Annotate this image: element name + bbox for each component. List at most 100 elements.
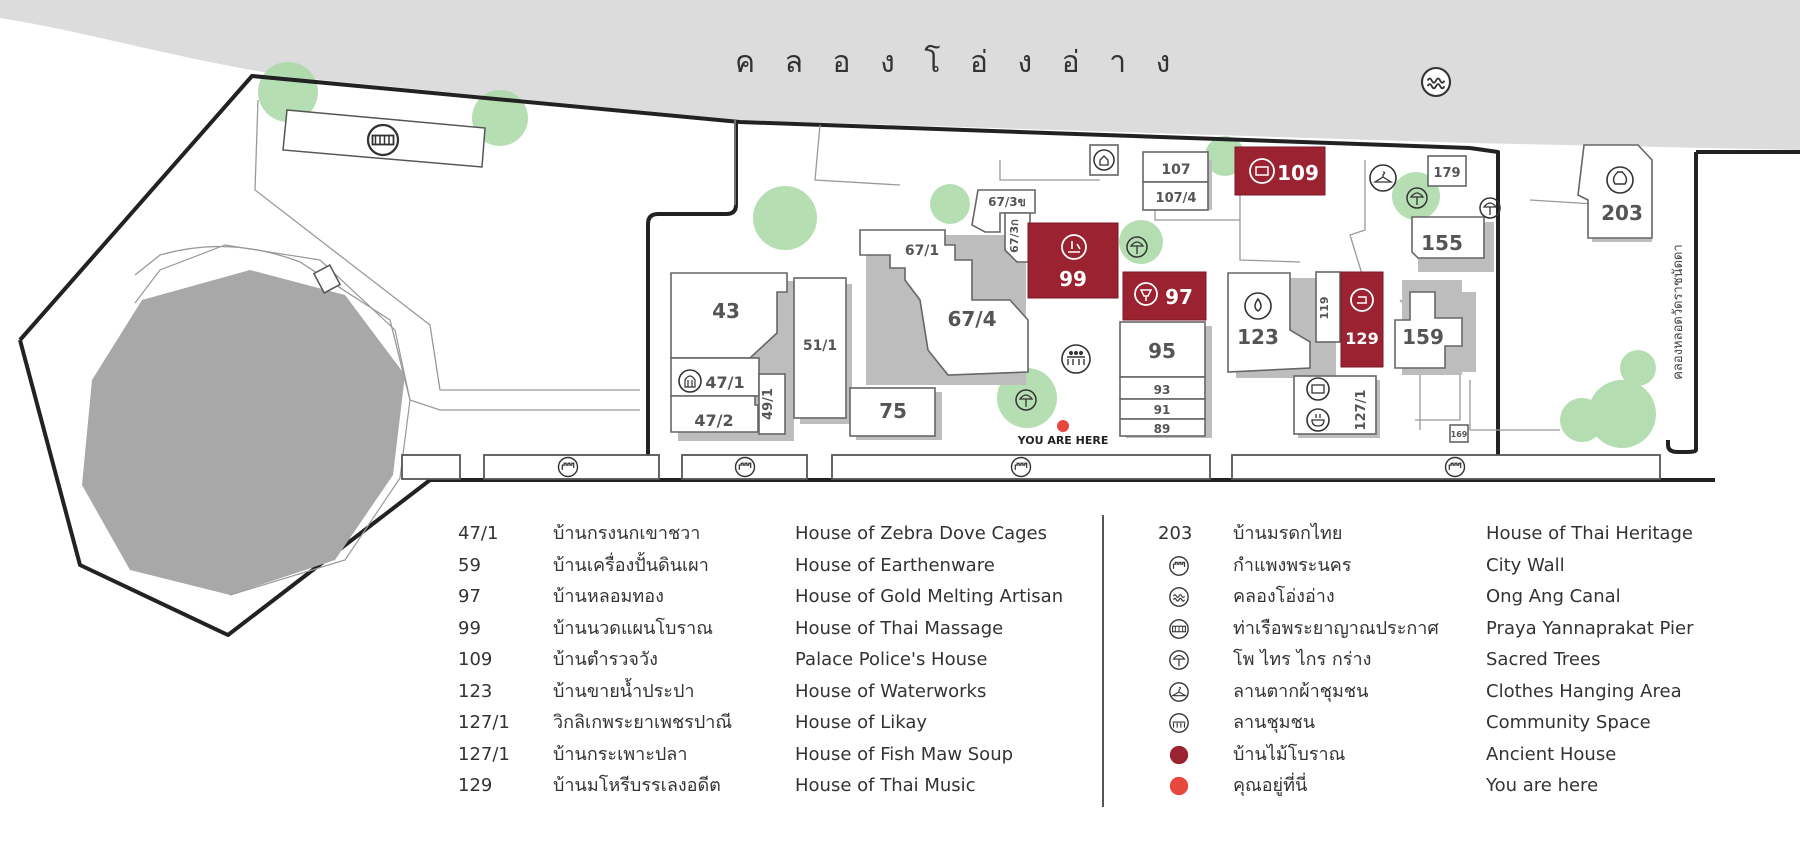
- legend-english-name: House of Fish Maw Soup: [795, 743, 1014, 765]
- legend-thai-name: ลานตากผ้าชุมชน: [1233, 680, 1369, 702]
- label-159: 159: [1402, 325, 1444, 349]
- clothes-hanger-icon: [1369, 164, 1397, 192]
- label-203: 203: [1601, 201, 1643, 225]
- shrine-icon: [1093, 149, 1115, 171]
- legend-thai-name: บ้านขายน้ำประปา: [553, 680, 695, 702]
- earthenware-icon: [1606, 166, 1634, 194]
- building-159: [1394, 291, 1463, 369]
- likay-icon: [1306, 377, 1330, 401]
- label-129: 129: [1345, 329, 1378, 348]
- city-wall-icon: [734, 456, 756, 478]
- label-97: 97: [1165, 285, 1193, 309]
- legend-english-name: Praya Yannaprakat Pier: [1486, 617, 1694, 639]
- ancient-house-dot: [1169, 745, 1189, 764]
- label-67-4: 67/4: [947, 307, 996, 331]
- building-119: [1315, 271, 1341, 343]
- legend-code: 123: [458, 680, 493, 702]
- legend-code: 97: [458, 586, 481, 607]
- clothes-hanger-icon: [1169, 681, 1189, 702]
- label-75: 75: [879, 399, 907, 423]
- legend-english-name: Community Space: [1486, 712, 1651, 733]
- legend-code: 127/1: [458, 743, 510, 765]
- legend-code: 109: [458, 649, 493, 670]
- legend-code: 203: [1158, 523, 1193, 544]
- sacred-tree-icon: [1169, 650, 1189, 670]
- legend-thai-name: บ้านมโหรีบรรเลงอดีต: [553, 775, 721, 796]
- label-93: 93: [1154, 383, 1171, 397]
- legend-english-name: City Wall: [1486, 554, 1565, 576]
- legend-thai-name: บ้านตำรวจวัง: [553, 649, 658, 670]
- police-icon: [1249, 158, 1275, 184]
- legend-english-name: House of Thai Massage: [795, 617, 1004, 639]
- label-67-3g: 67/3ก: [1008, 219, 1021, 253]
- label-67-1: 67/1: [905, 243, 939, 259]
- label-51-1: 51/1: [803, 338, 837, 354]
- legend-thai-name: บ้านไม้โบราณ: [1233, 743, 1346, 765]
- legend-english-name: Clothes Hanging Area: [1486, 680, 1682, 702]
- zebra-dove-cage-icon: [678, 369, 702, 393]
- waterworks-icon: [1244, 292, 1272, 320]
- label-119: 119: [1318, 297, 1331, 320]
- building-67-3k: [971, 189, 1036, 233]
- massage-icon: [1061, 234, 1087, 260]
- gold-melting-icon: [1134, 282, 1158, 306]
- music-icon: [1350, 288, 1374, 312]
- label-127-1: 127/1: [1354, 390, 1369, 431]
- legend-thai-name: บ้านกรงนกเขาชวา: [553, 523, 701, 544]
- legend-english-name: House of Zebra Dove Cages: [795, 523, 1047, 544]
- legend-thai-name: คลองโอ่งอ่าง: [1233, 586, 1335, 607]
- legend-thai-name: ท่าเรือพระยาญาณประกาศ: [1233, 617, 1439, 639]
- pier-icon: [366, 123, 400, 157]
- pier-icon: [1169, 618, 1189, 639]
- legend-english-name: House of Likay: [795, 712, 928, 733]
- building-49-1: [758, 373, 786, 435]
- community-icon: [1061, 344, 1091, 374]
- you-are-here-dot: [1169, 776, 1189, 796]
- label-95: 95: [1148, 339, 1176, 363]
- legend-thai-name: ลานชุมชน: [1233, 712, 1316, 733]
- legend-english-name: House of Thai Music: [795, 775, 976, 796]
- building-169: [1449, 424, 1469, 443]
- building-95: [1119, 321, 1206, 378]
- you-are-here-marker: [1057, 420, 1069, 432]
- label-49-1: 49/1: [761, 388, 776, 420]
- legend-english-name: House of Gold Melting Artisan: [795, 586, 1064, 607]
- legend-code: 127/1: [458, 712, 510, 733]
- legend-thai-name: คุณอยู่ที่นี่: [1233, 775, 1308, 796]
- building-51-1: [793, 277, 847, 419]
- canal-label: ค ล อ ง โ อ่ ง อ่ า ง: [735, 44, 1180, 80]
- legend-english-name: Palace Police's House: [795, 649, 988, 670]
- label-107-4: 107/4: [1156, 191, 1197, 206]
- legend-code: 47/1: [458, 523, 499, 544]
- label-89: 89: [1154, 422, 1171, 436]
- legend-english-name: Ancient House: [1486, 743, 1617, 765]
- legend-thai-name: บ้านเครื่องปั้นดินเผา: [553, 554, 709, 576]
- legend-thai-name: วิกลิเกพระยาเพชรปาณี: [553, 712, 733, 733]
- label-179: 179: [1433, 166, 1460, 181]
- pond-rim: [134, 244, 411, 596]
- legend-thai-name: บ้านมรดกไทย: [1233, 523, 1343, 544]
- label-99: 99: [1059, 267, 1087, 291]
- legend-english-name: Ong Ang Canal: [1486, 586, 1621, 607]
- city-wall-icon: [1444, 456, 1466, 478]
- legend-english-name: House of Earthenware: [795, 554, 995, 576]
- label-169: 169: [1451, 430, 1468, 439]
- legend-thai-name: โพ ไทร ไกร กร่าง: [1233, 649, 1372, 670]
- legend-english-name: Sacred Trees: [1486, 649, 1601, 670]
- legend-code: 59: [458, 554, 481, 576]
- building-179: [1427, 155, 1467, 187]
- label-107: 107: [1161, 162, 1190, 178]
- label-43: 43: [712, 299, 740, 323]
- legend-code: 99: [458, 617, 481, 639]
- legend-thai-name: บ้านกระเพาะปลา: [553, 743, 688, 765]
- city-wall-icon: [1010, 456, 1032, 478]
- building-97: [1122, 271, 1207, 321]
- label-91: 91: [1154, 403, 1171, 417]
- label-67-3k: 67/3ข: [988, 195, 1026, 209]
- fish-maw-soup-icon: [1306, 408, 1330, 432]
- label-47-2: 47/2: [694, 411, 733, 430]
- building-155: [1411, 216, 1485, 259]
- canal-wave-icon: [1169, 587, 1189, 607]
- legend-english-name: House of Waterworks: [795, 680, 987, 702]
